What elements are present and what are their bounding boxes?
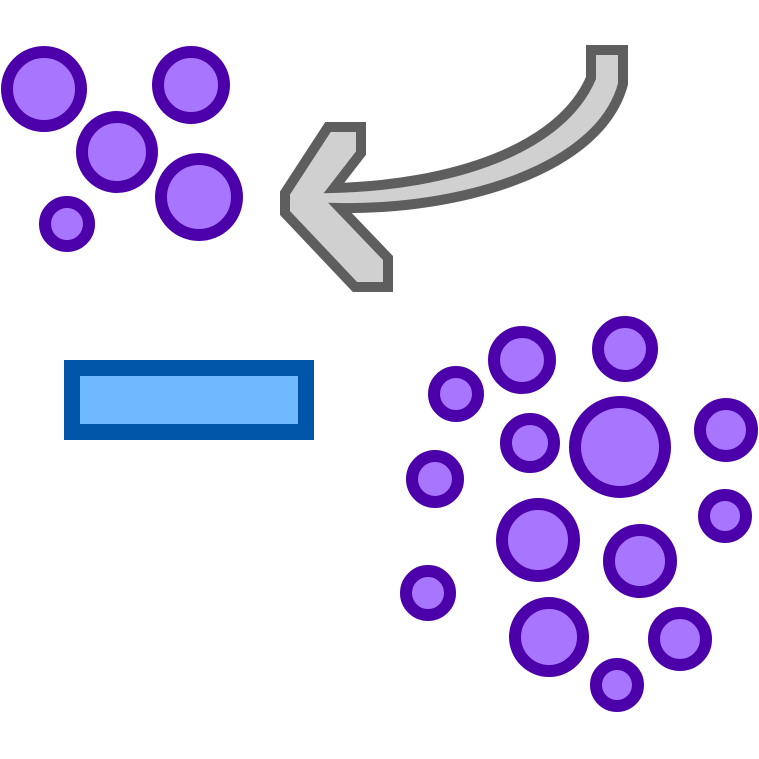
- circle: [428, 366, 484, 422]
- circle: [648, 607, 712, 671]
- circle: [39, 196, 95, 252]
- circle: [152, 46, 230, 124]
- circle: [76, 111, 158, 193]
- circle: [569, 396, 671, 498]
- circle: [694, 398, 758, 462]
- arrow-shape: [280, 45, 628, 292]
- circle: [400, 565, 456, 621]
- circle: [155, 153, 243, 241]
- curved-arrow-left-icon: [280, 45, 628, 292]
- circle: [500, 413, 560, 473]
- circle: [488, 326, 556, 394]
- bar-shape: [64, 360, 314, 440]
- circle: [698, 489, 752, 543]
- circle: [603, 524, 677, 598]
- circle: [509, 597, 589, 677]
- circle: [406, 450, 464, 508]
- large-cluster: [400, 316, 758, 712]
- circle: [592, 316, 658, 382]
- minus-bar-icon: [64, 360, 314, 440]
- circle: [590, 658, 644, 712]
- circle: [496, 498, 580, 582]
- circle: [1, 46, 87, 132]
- small-cluster: [1, 46, 243, 252]
